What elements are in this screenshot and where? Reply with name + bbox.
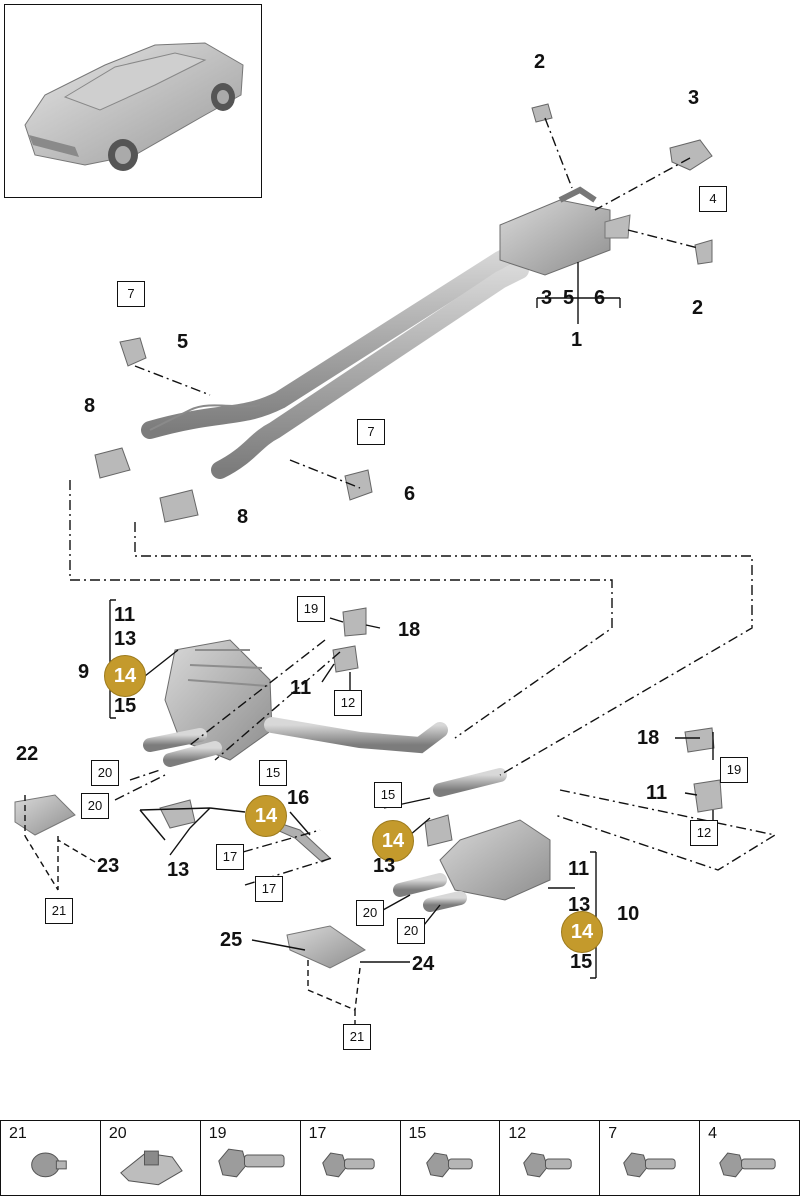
boxed-callout-20-b: 20 [81, 793, 109, 819]
callout-13-left-group: 13 [114, 628, 137, 650]
callout-18-right: 18 [637, 727, 660, 749]
boxed-callout-20-d: 20 [397, 918, 425, 944]
rear-right-muffler [393, 768, 551, 912]
callout-18-top: 18 [398, 619, 421, 641]
legend-cell-7: 7 [600, 1121, 701, 1195]
boxed-callout-21-right: 21 [343, 1024, 371, 1050]
boxed-callout-7-left: 7 [117, 281, 145, 307]
boxed-callout-17-a: 17 [216, 844, 244, 870]
legend-number: 20 [108, 1125, 127, 1142]
callout-25: 25 [220, 929, 243, 951]
callout-1: 1 [571, 329, 583, 351]
callout-16: 16 [287, 787, 310, 809]
gold-callout-14-left: 14 [104, 655, 146, 697]
callout-8-bottom: 8 [237, 506, 249, 528]
front-pipe-assembly [141, 241, 529, 479]
legend-cell-20: 20 [101, 1121, 201, 1195]
callout-22: 22 [16, 743, 39, 765]
callout-13-right: 13 [373, 855, 396, 877]
vehicle-thumbnail [4, 4, 262, 198]
gold-callout-14-mid: 14 [245, 795, 287, 837]
hex-bolt-icon [719, 1152, 776, 1178]
callout-9: 9 [78, 661, 90, 683]
boxed-callout-4: 4 [699, 186, 727, 212]
boxed-callout-7-right: 7 [357, 419, 385, 445]
callout-13-right-group: 13 [568, 894, 591, 916]
callout-11-right-group: 11 [568, 858, 590, 880]
boxed-callout-20-c: 20 [356, 900, 384, 926]
hex-bolt-icon [425, 1152, 473, 1178]
bracket-parts [94, 103, 723, 847]
callout-11-mid: 11 [290, 677, 312, 699]
legend-cell-21: 21 [0, 1121, 101, 1195]
boxed-callout-20-a: 20 [91, 760, 119, 786]
callout-15-left-group: 15 [114, 695, 137, 717]
boxed-callout-12-right: 12 [690, 820, 718, 846]
car-icon [24, 42, 244, 171]
hex-bolt-icon [321, 1152, 375, 1178]
callout-6-group: 6 [594, 287, 606, 309]
callout-11-right: 11 [646, 782, 668, 804]
callout-3-top: 3 [688, 87, 700, 109]
hex-bolt-icon [218, 1148, 285, 1178]
clip-nut-icon [119, 1150, 183, 1186]
callout-11-left-group: 11 [114, 604, 136, 626]
legend-cell-15: 15 [401, 1121, 501, 1195]
callout-2-top: 2 [534, 51, 546, 73]
callout-2-right: 2 [692, 297, 704, 319]
callout-15-right-group: 15 [570, 951, 593, 973]
callout-23: 23 [97, 855, 120, 877]
legend-cell-19: 19 [201, 1121, 301, 1195]
callout-10: 10 [617, 903, 640, 925]
legend-number: 7 [608, 1125, 618, 1142]
callout-6: 6 [404, 483, 416, 505]
hex-bolt-icon [523, 1152, 573, 1178]
push-nut-icon [31, 1152, 67, 1178]
boxed-callout-12-top: 12 [334, 690, 362, 716]
legend-cell-17: 17 [301, 1121, 401, 1195]
callout-5-group: 5 [563, 287, 575, 309]
callout-13-mid: 13 [167, 859, 190, 881]
boxed-callout-17-b: 17 [255, 876, 283, 902]
legend-number: 21 [9, 1125, 27, 1142]
gold-callout-14-right: 14 [561, 911, 603, 953]
boxed-callout-21-left: 21 [45, 898, 73, 924]
rear-left-muffler [143, 639, 448, 767]
legend-cell-12: 12 [500, 1121, 601, 1195]
callout-5: 5 [177, 331, 189, 353]
fastener-legend-strip: 21 20 19 17 15 12 [0, 1120, 800, 1196]
legend-number: 17 [308, 1125, 327, 1142]
legend-number: 15 [408, 1125, 427, 1142]
hex-bolt-icon [623, 1152, 676, 1178]
legend-number: 4 [708, 1125, 718, 1142]
callout-3-group: 3 [541, 287, 553, 309]
boxed-callout-19-top: 19 [297, 596, 325, 622]
center-silencer [499, 186, 631, 276]
legend-number: 19 [208, 1125, 227, 1142]
callout-24: 24 [412, 953, 435, 975]
boxed-callout-15-right: 15 [374, 782, 402, 808]
callout-8-top: 8 [84, 395, 96, 417]
legend-cell-4: 4 [700, 1121, 800, 1195]
gold-callout-14-center: 14 [372, 820, 414, 862]
legend-number: 12 [508, 1125, 527, 1142]
boxed-callout-19-right: 19 [720, 757, 748, 783]
boxed-callout-15-mid: 15 [259, 760, 287, 786]
